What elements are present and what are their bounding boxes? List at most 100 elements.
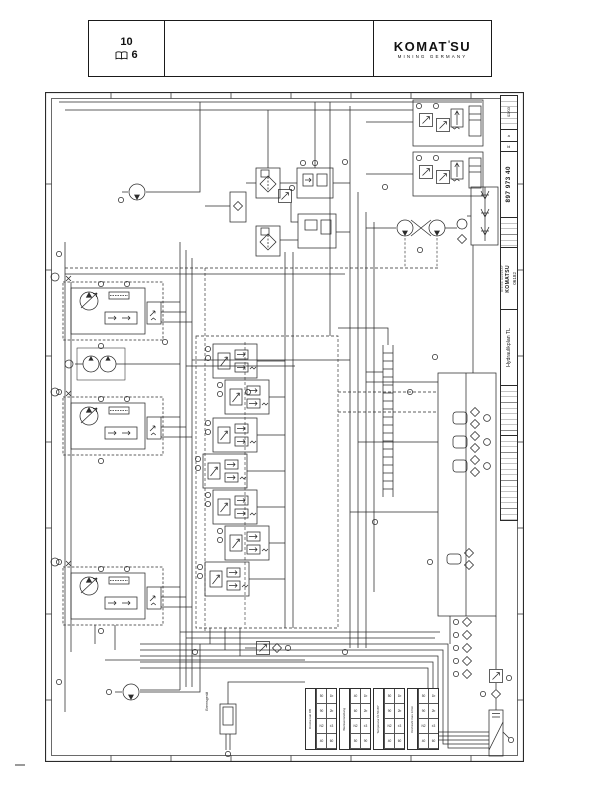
revision-letter: a xyxy=(507,133,510,138)
table-cell: 90 xyxy=(316,704,326,719)
table-cell: 50 xyxy=(350,734,360,749)
filter-icon xyxy=(233,201,243,211)
check-valve-box xyxy=(456,186,499,373)
book-count: 6 xyxy=(131,48,138,61)
valve-icon xyxy=(436,118,450,132)
main-bus-lines xyxy=(59,101,482,712)
table-title: Temperatur Öl 50-80° xyxy=(375,704,380,734)
filter-group xyxy=(453,432,490,453)
valve-block xyxy=(217,380,269,414)
check-valve-icon xyxy=(480,204,490,224)
table-cell: 1b xyxy=(428,689,438,704)
table-title: Werkseinstellung xyxy=(341,707,346,731)
table-cell: 2b xyxy=(360,704,370,719)
table-cell: 40 xyxy=(384,734,394,749)
cylinder-icon xyxy=(468,105,482,137)
title-block-date-cell: 02/03 xyxy=(501,96,517,130)
table-cell: 50 xyxy=(384,689,394,704)
filter-group xyxy=(453,408,490,429)
brand-box: KOMAT'SU MINING GERMANY xyxy=(373,21,491,76)
pump-assembly-connections xyxy=(50,250,192,686)
table-cell: ±3 xyxy=(360,719,370,734)
table-cell: 50 xyxy=(418,689,428,704)
check-valve-icon xyxy=(480,222,490,242)
table-cell: 40 xyxy=(350,689,360,704)
title-block-index-cell: bl xyxy=(501,142,517,152)
page-number: 10 xyxy=(120,35,133,48)
title-block-revision-cell: a xyxy=(501,130,517,142)
brake-cylinder-box-2 xyxy=(366,151,484,197)
terminal-strip xyxy=(338,327,394,497)
brand-subtitle: MINING GERMANY xyxy=(501,265,504,292)
table-cell: 1b xyxy=(360,689,370,704)
table-cell: 40 xyxy=(316,734,326,749)
komatsu-logo: KOMAT'SU xyxy=(393,39,472,54)
table-cell: 2b xyxy=(326,704,336,719)
table-cell: 2b xyxy=(394,704,404,719)
valve-icon xyxy=(278,189,292,203)
motor-icon xyxy=(428,219,446,237)
cooler-filter-box xyxy=(350,372,497,669)
item-bubble xyxy=(117,196,125,204)
valve-block xyxy=(217,526,269,560)
item-number-bubbles xyxy=(161,158,439,656)
table-cell: 1b xyxy=(326,689,336,704)
table-cell: N2 xyxy=(316,719,326,734)
table-cell: N2 xyxy=(418,719,428,734)
table-cell: 2b xyxy=(428,704,438,719)
title-block-revision-rows xyxy=(501,386,517,436)
schematic-linework xyxy=(45,92,524,762)
filter-icon xyxy=(491,689,501,699)
scan-smudge xyxy=(15,764,25,766)
filter-icon xyxy=(259,233,277,251)
table-cell: ±3 xyxy=(326,719,336,734)
brake-cylinder-box-1 xyxy=(366,99,484,147)
drawing-title: Hydraulikplan TL xyxy=(505,328,512,367)
brand-name: KOMATSU xyxy=(504,264,511,293)
table-cell: ±3 xyxy=(428,719,438,734)
hydraulic-schematic xyxy=(45,92,524,762)
oil-tank-group xyxy=(479,669,515,757)
table-cell: 90 xyxy=(384,704,394,719)
control-valve-manifold xyxy=(195,252,339,655)
test-point-column xyxy=(452,617,472,679)
upper-valve-group xyxy=(205,102,350,257)
komatsu-logo-subtitle: MINING GERMANY xyxy=(397,54,468,59)
header-spacer xyxy=(165,21,373,76)
title-block: 02/03 a bl 897 973 40 MINING GERMANY KOM… xyxy=(500,95,518,521)
table-cell: 40 xyxy=(418,734,428,749)
table-cell: 60 xyxy=(326,734,336,749)
table-cell: 90 xyxy=(418,704,428,719)
drawing-code: 06182 xyxy=(511,272,517,285)
main-pump-assembly-1 xyxy=(63,276,163,340)
title-block-number-cell: 897 973 40 xyxy=(501,152,517,218)
page-number-box: 10 6 xyxy=(89,21,165,76)
filter-icon xyxy=(259,175,277,193)
book-icon xyxy=(115,50,128,59)
valve-icon xyxy=(256,641,270,655)
pump-icon xyxy=(128,183,146,201)
tank-symbol xyxy=(488,709,504,757)
table-cell: N2 xyxy=(350,719,360,734)
table-cell: ±3 xyxy=(394,719,404,734)
drawing-date: 02/03 xyxy=(506,107,512,118)
valve-icon xyxy=(489,669,503,683)
valve-icon xyxy=(436,170,450,184)
table-cell: 60 xyxy=(394,734,404,749)
title-block-lower-rows xyxy=(501,436,517,520)
valve-icon xyxy=(419,113,433,127)
fan-drive-motors xyxy=(366,219,457,268)
filter-group xyxy=(453,456,490,477)
title-block-title-cell: Hydraulikplan TL xyxy=(501,310,517,386)
relief-valve-icon xyxy=(450,160,464,182)
table-cell: N2 xyxy=(384,719,394,734)
table-cell: 50 xyxy=(316,689,326,704)
pump-icon xyxy=(122,683,140,701)
title-block-brand-cell: MINING GERMANY KOMATSU 06182 xyxy=(501,248,517,310)
filter-icon xyxy=(272,643,282,653)
